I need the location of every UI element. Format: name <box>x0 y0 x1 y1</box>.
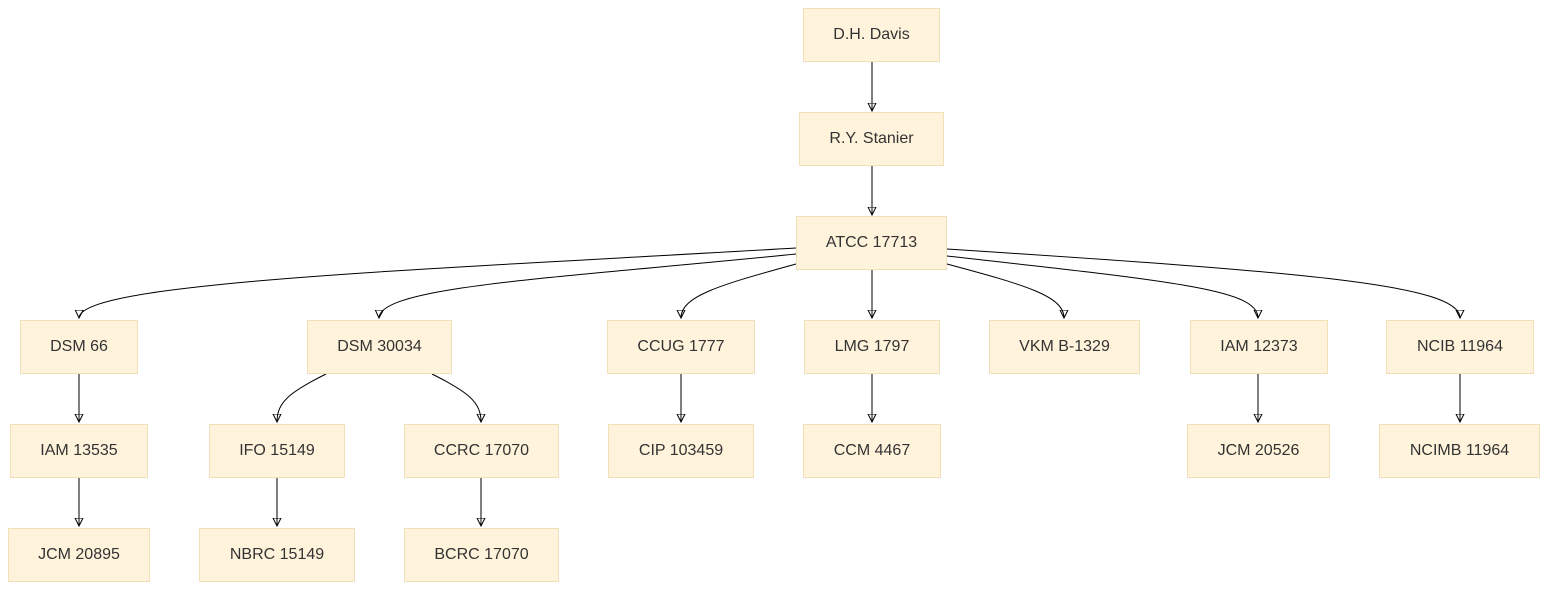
node-ccm: CCM 4467 <box>803 424 941 478</box>
node-bcrc: BCRC 17070 <box>404 528 559 582</box>
edge-atcc-ncib <box>946 248 1460 318</box>
edge-dsm30034-ccrc <box>431 373 481 422</box>
node-jcm20526: JCM 20526 <box>1187 424 1330 478</box>
node-ncib: NCIB 11964 <box>1386 320 1534 374</box>
node-nbrc: NBRC 15149 <box>199 528 355 582</box>
node-ccrc: CCRC 17070 <box>404 424 559 478</box>
node-ccug: CCUG 1777 <box>607 320 755 374</box>
edge-atcc-iam12373 <box>946 255 1258 318</box>
node-iam13535: IAM 13535 <box>10 424 148 478</box>
node-dsm30034: DSM 30034 <box>307 320 452 374</box>
node-lmg: LMG 1797 <box>804 320 940 374</box>
edge-atcc-vkm <box>946 263 1064 318</box>
node-davis: D.H. Davis <box>803 8 940 62</box>
edge-atcc-dsm30034 <box>379 253 797 318</box>
edge-dsm30034-ifo <box>277 373 327 422</box>
node-ncimb: NCIMB 11964 <box>1379 424 1540 478</box>
node-atcc: ATCC 17713 <box>796 216 947 270</box>
edge-atcc-dsm66 <box>79 247 797 318</box>
edge-atcc-ccug <box>681 263 797 318</box>
node-ifo: IFO 15149 <box>209 424 345 478</box>
node-jcm20895: JCM 20895 <box>8 528 150 582</box>
node-vkm: VKM B-1329 <box>989 320 1140 374</box>
node-iam12373: IAM 12373 <box>1190 320 1328 374</box>
node-stanier: R.Y. Stanier <box>799 112 944 166</box>
node-dsm66: DSM 66 <box>20 320 138 374</box>
node-cip: CIP 103459 <box>608 424 754 478</box>
